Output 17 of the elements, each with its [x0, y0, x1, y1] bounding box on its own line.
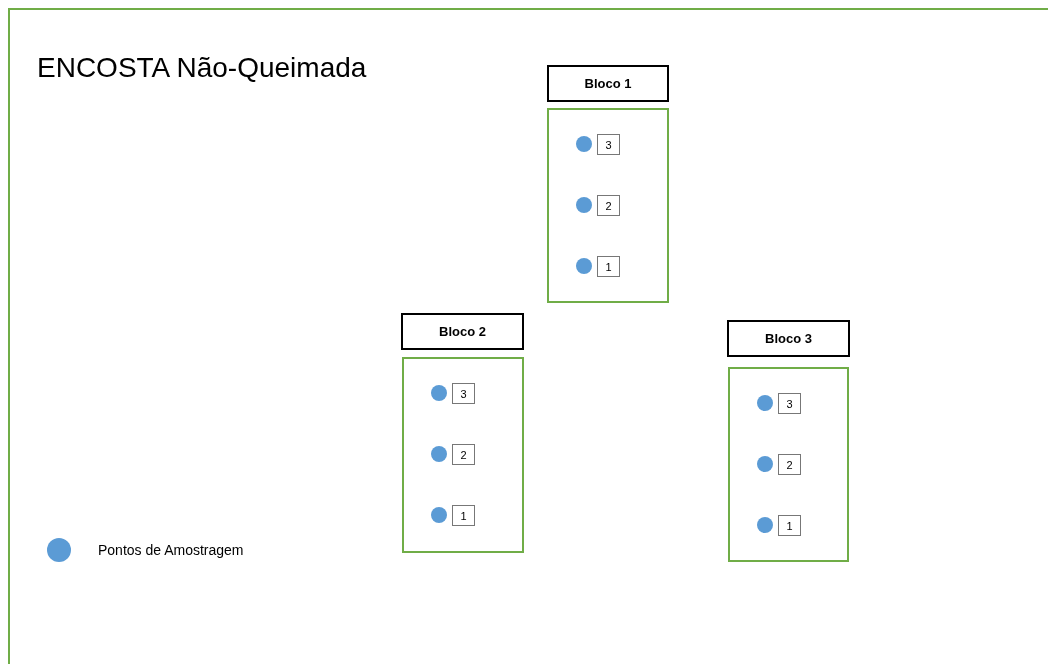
block-label: Bloco 2 [401, 313, 524, 350]
point-number-label: 1 [597, 256, 620, 277]
point-number-label: 1 [778, 515, 801, 536]
block-area [547, 108, 669, 303]
point-number-label: 3 [778, 393, 801, 414]
block-label: Bloco 1 [547, 65, 669, 102]
block-area [728, 367, 849, 562]
block-area [402, 357, 524, 553]
point-number-label: 2 [597, 195, 620, 216]
block-label: Bloco 3 [727, 320, 850, 357]
point-number-label: 2 [778, 454, 801, 475]
point-number-label: 1 [452, 505, 475, 526]
legend-text: Pontos de Amostragem [98, 542, 244, 558]
point-number-label: 3 [597, 134, 620, 155]
title: ENCOSTA Não-Queimada [37, 52, 367, 84]
point-number-label: 3 [452, 383, 475, 404]
point-number-label: 2 [452, 444, 475, 465]
